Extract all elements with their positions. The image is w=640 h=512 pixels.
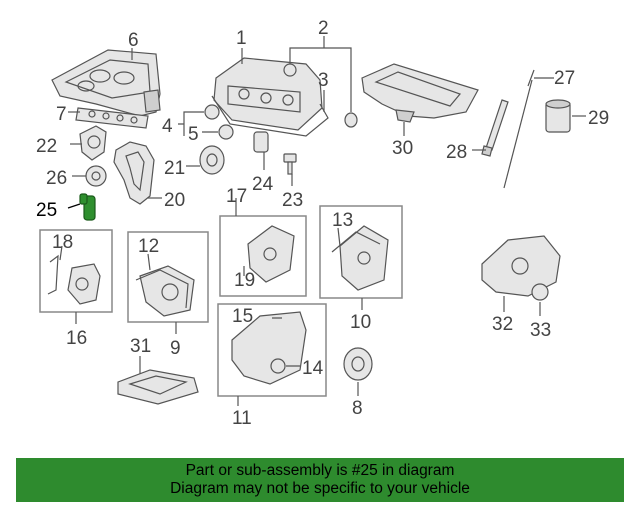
- oil-pump-part: [481, 235, 561, 297]
- callout-8: 8: [352, 398, 363, 419]
- callout-13: 13: [332, 210, 353, 231]
- lower-gasket-part: [117, 369, 199, 405]
- callout-16: 16: [66, 328, 87, 349]
- callout-20: 20: [164, 190, 185, 211]
- timing-cover-part-16: [47, 254, 101, 305]
- callout-11: 11: [232, 408, 252, 429]
- callout-21: 21: [164, 158, 185, 179]
- callout-18: 18: [52, 232, 73, 253]
- callout-12: 12: [138, 236, 159, 257]
- callout-4: 4: [162, 116, 173, 137]
- dipstick-tube-part: [481, 99, 509, 157]
- callout-22: 22: [36, 136, 57, 157]
- seal-part: [204, 104, 234, 140]
- callout-25[interactable]: 25: [36, 200, 57, 221]
- idler-pulley-part: [85, 165, 107, 187]
- oil-pump-gear-part: [531, 283, 549, 301]
- callout-26: 26: [46, 168, 67, 189]
- timing-belt-part: [113, 141, 155, 205]
- oil-pan-part: [361, 63, 479, 123]
- callout-27: 27: [554, 68, 575, 89]
- callout-17: 17: [226, 186, 247, 207]
- intake-gasket-part: [75, 107, 149, 129]
- callout-30: 30: [392, 138, 413, 159]
- timing-cover-part-10: [331, 225, 389, 291]
- callout-1: 1: [236, 28, 247, 49]
- belt-tensioner-part: [79, 125, 107, 161]
- callout-28: 28: [446, 142, 467, 163]
- assembly-box-10: [319, 205, 403, 299]
- banner-line-1: Part or sub-assembly is #25 in diagram: [185, 462, 455, 479]
- timing-cover-part-9: [135, 265, 195, 317]
- callout-23: 23: [282, 190, 303, 211]
- plug-seals-part: [283, 63, 358, 128]
- callout-33: 33: [530, 320, 551, 341]
- callout-5: 5: [188, 124, 199, 145]
- callout-29: 29: [588, 108, 609, 129]
- banner-line-2: Diagram may not be specific to your vehi…: [170, 480, 470, 497]
- oil-filter-part: [545, 99, 571, 133]
- highlighted-tensioner-part-25[interactable]: [79, 193, 96, 221]
- spacer-part: [253, 131, 269, 153]
- crankshaft-pulley-part: [343, 347, 373, 381]
- assembly-box-11: [217, 303, 327, 397]
- callout-14: 14: [302, 358, 324, 379]
- callout-31: 31: [130, 336, 151, 357]
- callout-2: 2: [318, 18, 329, 39]
- dipstick-part: [503, 69, 535, 189]
- timing-cover-part-17: [247, 225, 295, 283]
- callout-15: 15: [232, 306, 253, 327]
- callout-19: 19: [234, 270, 255, 291]
- valve-cover-part: [213, 57, 323, 131]
- callout-32: 32: [492, 314, 513, 335]
- bolt-part: [283, 153, 297, 175]
- valve-cover-gasket-part: [211, 95, 329, 137]
- crank-sprocket-part: [199, 145, 225, 175]
- part-notice-banner: Part or sub-assembly is #25 in diagram D…: [16, 458, 624, 502]
- callout-10: 10: [350, 312, 371, 333]
- assembly-box-17: [219, 215, 307, 297]
- callout-6: 6: [128, 30, 139, 51]
- assembly-box-9: [127, 231, 209, 323]
- callout-7: 7: [56, 104, 67, 125]
- intake-manifold-part: [51, 49, 161, 117]
- callout-9: 9: [170, 338, 181, 359]
- callout-3: 3: [318, 70, 329, 91]
- callout-24: 24: [252, 174, 274, 195]
